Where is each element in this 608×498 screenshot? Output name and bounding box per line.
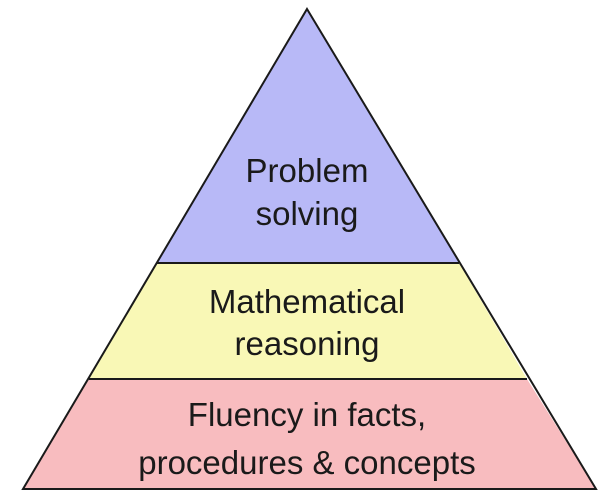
tier-middle-label-line-1: Mathematical bbox=[209, 283, 405, 320]
pyramid-outline bbox=[21, 7, 598, 490]
tier-top-label-line-2: solving bbox=[256, 195, 359, 232]
pyramid-tier-middle bbox=[89, 263, 527, 379]
pyramid-tier-bottom bbox=[23, 379, 596, 489]
pyramid-tier-top bbox=[157, 9, 459, 263]
tier-bottom-label-line-1: Fluency in facts, bbox=[188, 396, 426, 433]
tier-bottom-label-line-2: procedures & concepts bbox=[138, 444, 476, 481]
tier-middle-label-line-2: reasoning bbox=[235, 325, 380, 362]
tier-top-label-line-1: Problem bbox=[246, 152, 369, 189]
